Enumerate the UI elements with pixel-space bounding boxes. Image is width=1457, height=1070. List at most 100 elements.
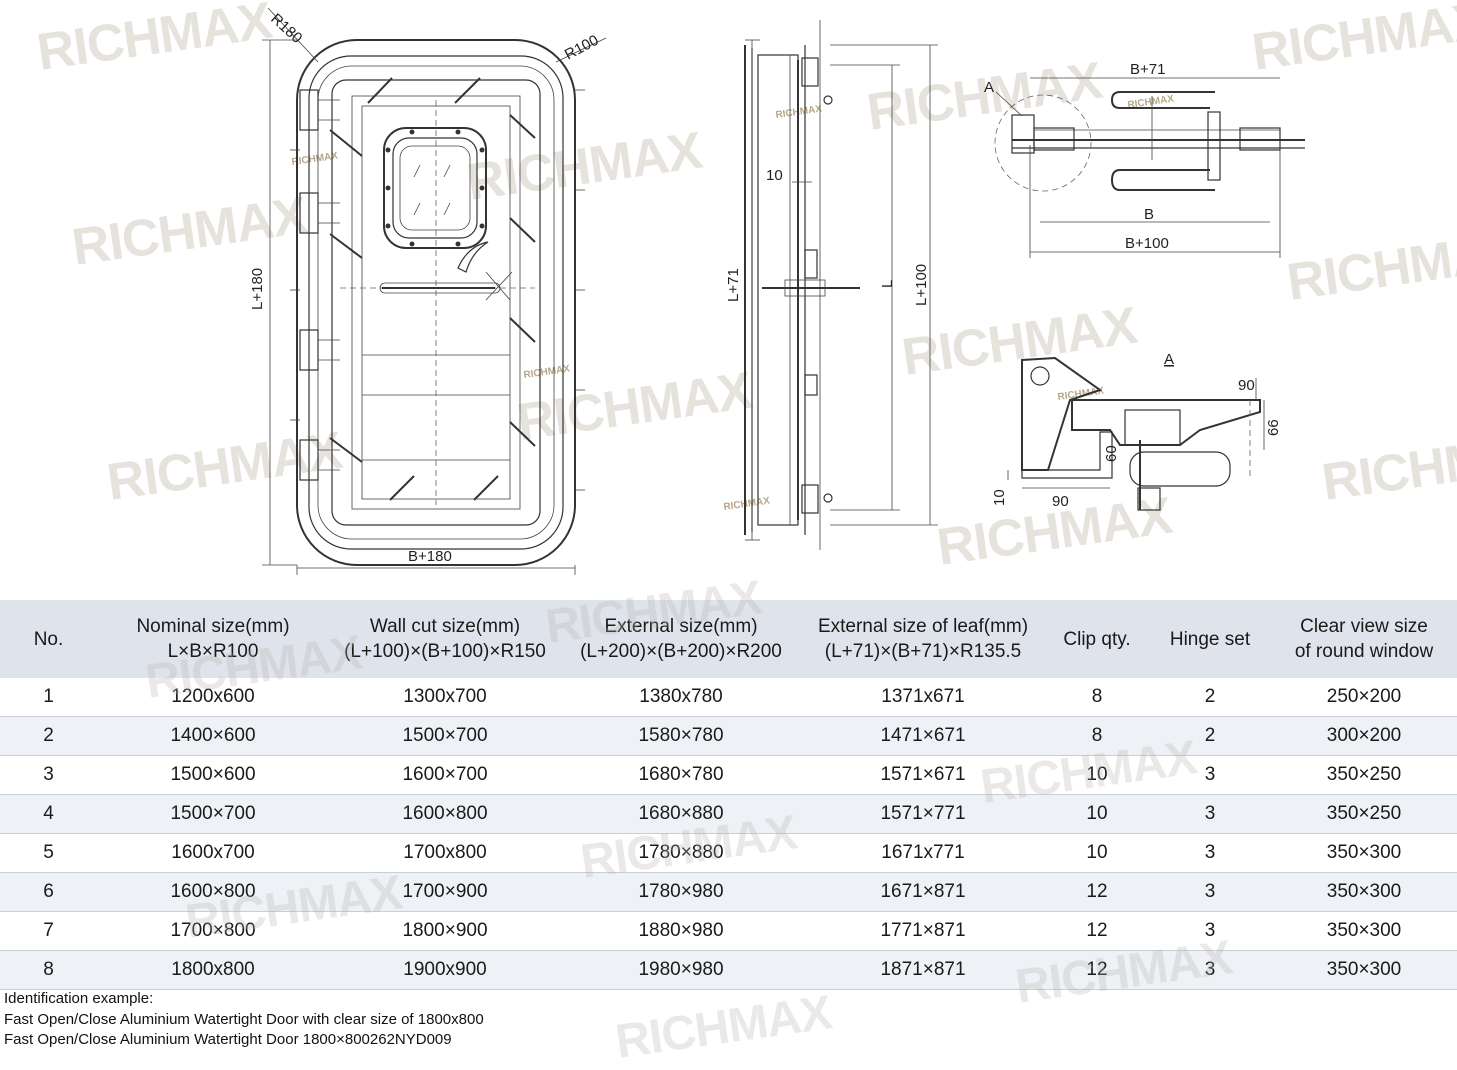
dim-label: 90 — [1238, 377, 1255, 394]
cell-hinge-set: 3 — [1149, 794, 1271, 834]
cell-clip-qty: 8 — [1045, 716, 1149, 756]
watermark: RICHMAX — [34, 0, 277, 82]
cell-leaf-size: 1871×871 — [801, 950, 1045, 990]
cell-external-size: 1680×780 — [561, 755, 801, 795]
note-heading: Identification example: — [4, 990, 154, 1007]
cell-nominal-size: 1500×600 — [97, 755, 329, 795]
col-header-no: No. — [0, 600, 97, 678]
cell-external-size: 1780×880 — [561, 833, 801, 873]
cell-nominal-size: 1800x800 — [97, 950, 329, 990]
cell-no: 8 — [0, 950, 97, 990]
cell-clip-qty: 12 — [1045, 950, 1149, 990]
dim-label: 10 — [991, 489, 1008, 506]
cell-leaf-size: 1571×771 — [801, 794, 1045, 834]
cell-leaf-size: 1471×671 — [801, 716, 1045, 756]
dim-label: 90 — [1052, 493, 1069, 510]
dim-label: B — [1144, 206, 1154, 223]
cell-nominal-size: 1600x700 — [97, 833, 329, 873]
cell-leaf-size: 1671×871 — [801, 872, 1045, 912]
cell-clip-qty: 12 — [1045, 872, 1149, 912]
cell-external-size: 1580×780 — [561, 716, 801, 756]
cell-clip-qty: 8 — [1045, 678, 1149, 717]
cell-wall-cut-size: 1700x800 — [329, 833, 561, 873]
col-header-external-size: External size(mm)(L+200)×(B+200)×R200 — [561, 600, 801, 678]
cell-no: 7 — [0, 911, 97, 951]
cell-wall-cut-size: 1700×900 — [329, 872, 561, 912]
cell-no: 6 — [0, 872, 97, 912]
dim-label: L+180 — [249, 268, 266, 310]
side-view: 10 L+71 L L+100 — [725, 20, 938, 550]
cell-external-size: 1380x780 — [561, 678, 801, 717]
col-header-clip-qty: Clip qty. — [1045, 600, 1149, 678]
watermark: RICHMAX — [104, 421, 347, 511]
cell-hinge-set: 3 — [1149, 911, 1271, 951]
cell-nominal-size: 1600×800 — [97, 872, 329, 912]
identification-notes: Identification example: Fast Open/Close … — [4, 989, 484, 1051]
technical-drawing: RICHMAX RICHMAX RICHMAX RICHMAX RICHMAX … — [34, 0, 1457, 577]
dim-label: B+180 — [408, 548, 452, 565]
cell-no: 2 — [0, 716, 97, 756]
cell-external-size: 1780×980 — [561, 872, 801, 912]
watermark: RICHMAX — [1319, 421, 1457, 511]
cell-clip-qty: 10 — [1045, 794, 1149, 834]
cell-clear-view: 350×250 — [1271, 794, 1457, 834]
cell-clip-qty: 10 — [1045, 755, 1149, 795]
watermark-small: RICHMAX — [723, 496, 771, 513]
cell-wall-cut-size: 1800×900 — [329, 911, 561, 951]
cell-wall-cut-size: 1600×700 — [329, 755, 561, 795]
note-line: Fast Open/Close Aluminium Watertight Doo… — [4, 1010, 484, 1028]
watermark: RICHMAX — [464, 121, 707, 211]
cell-clear-view: 300×200 — [1271, 716, 1457, 756]
cell-wall-cut-size: 1300x700 — [329, 678, 561, 717]
cell-no: 3 — [0, 755, 97, 795]
cell-external-size: 1680×880 — [561, 794, 801, 834]
cell-leaf-size: 1571×671 — [801, 755, 1045, 795]
dim-label: L+71 — [725, 268, 742, 302]
detail-title: A — [1164, 351, 1174, 368]
cell-leaf-size: 1771×871 — [801, 911, 1045, 951]
cell-clear-view: 350×300 — [1271, 950, 1457, 990]
dim-label: 66 — [1265, 419, 1282, 436]
cell-nominal-size: 1500×700 — [97, 794, 329, 834]
cell-external-size: 1980×980 — [561, 950, 801, 990]
dim-label: B+71 — [1130, 61, 1165, 78]
cell-nominal-size: 1400×600 — [97, 716, 329, 756]
col-header-nominal-size: Nominal size(mm)L×B×R100 — [97, 600, 329, 678]
cell-wall-cut-size: 1600×800 — [329, 794, 561, 834]
cell-clip-qty: 12 — [1045, 911, 1149, 951]
dim-label: R100 — [562, 32, 602, 64]
cell-clear-view: 350×250 — [1271, 755, 1457, 795]
cell-wall-cut-size: 1500×700 — [329, 716, 561, 756]
cell-clear-view: 350×300 — [1271, 872, 1457, 912]
cell-hinge-set: 3 — [1149, 755, 1271, 795]
watermark-small: RICHMAX — [523, 364, 571, 381]
watermark: RICHMAX — [899, 296, 1142, 386]
cell-hinge-set: 2 — [1149, 716, 1271, 756]
spec-table: No. Nominal size(mm)L×B×R100 Wall cut si… — [0, 600, 1457, 990]
cell-no: 1 — [0, 678, 97, 717]
cell-clear-view: 350×300 — [1271, 911, 1457, 951]
watermark: RICHMAX — [612, 986, 835, 1069]
cell-no: 5 — [0, 833, 97, 873]
col-header-hinge-set: Hinge set — [1149, 600, 1271, 678]
watermark: RICHMAX — [69, 186, 312, 276]
col-header-leaf-size: External size of leaf(mm)(L+71)×(B+71)×R… — [801, 600, 1045, 678]
dim-label: B+100 — [1125, 235, 1169, 252]
table-header-row: No. Nominal size(mm)L×B×R100 Wall cut si… — [0, 600, 1457, 678]
detail-marker: A — [984, 79, 994, 96]
note-line: Fast Open/Close Aluminium Watertight Doo… — [4, 1031, 452, 1048]
front-view: L+180 B+180 R180 R100 — [249, 7, 607, 575]
dim-label: 10 — [766, 167, 783, 184]
cell-nominal-size: 1200x600 — [97, 678, 329, 717]
cell-clear-view: 250×200 — [1271, 678, 1457, 717]
cell-nominal-size: 1700×800 — [97, 911, 329, 951]
